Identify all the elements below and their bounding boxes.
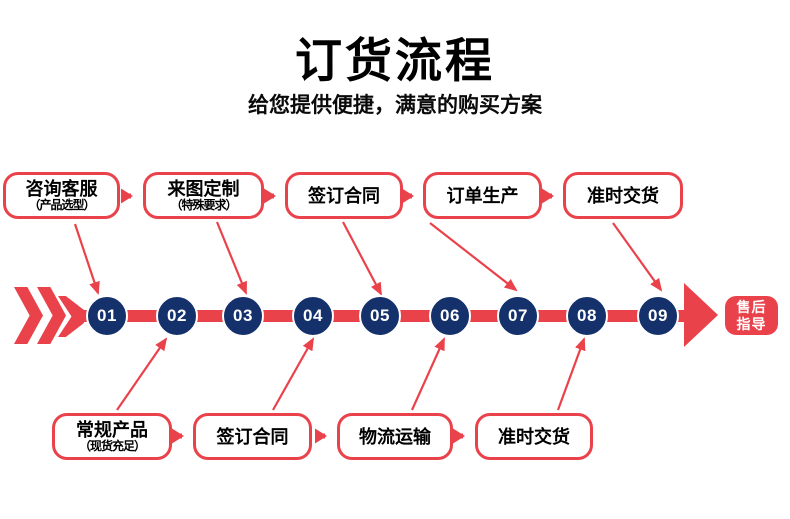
timeline-step-07: 07 bbox=[497, 295, 539, 337]
flow-box-sublabel: （特殊要求） bbox=[170, 198, 237, 212]
flow-box-regular-product: 常规产品 （现货充足） bbox=[52, 413, 172, 460]
double-chevron-icon bbox=[14, 287, 43, 344]
flow-box-label: 签订合同 bbox=[308, 185, 380, 206]
flow-box-label: 咨询客服 bbox=[25, 179, 98, 199]
flow-box-sublabel: （产品选型） bbox=[28, 198, 95, 212]
flow-box-custom-drawing: 来图定制 （特殊要求） bbox=[143, 172, 264, 219]
page-title: 订货流程 bbox=[295, 34, 495, 87]
timeline-step-04: 04 bbox=[292, 295, 334, 337]
flow-box-order-production: 订单生产 bbox=[423, 172, 542, 219]
flow-box-sublabel: （现货充足） bbox=[78, 439, 146, 453]
timeline-step-02: 02 bbox=[156, 295, 198, 337]
flow-box-ontime-delivery-bottom: 准时交货 bbox=[475, 413, 593, 460]
flow-box-sign-contract-top: 签订合同 bbox=[285, 172, 403, 219]
flow-box-label: 准时交货 bbox=[498, 426, 570, 447]
after-sales-guidance-badge: 售后 指导 bbox=[725, 296, 778, 335]
flow-box-consult-service: 咨询客服 （产品选型） bbox=[3, 172, 120, 219]
after-sales-line1: 售后 bbox=[736, 298, 767, 315]
flow-box-label: 订单生产 bbox=[446, 185, 519, 206]
flow-box-sign-contract-bottom: 签订合同 bbox=[193, 413, 312, 460]
timeline-step-05: 05 bbox=[359, 295, 401, 337]
flow-box-ontime-delivery-top: 准时交货 bbox=[563, 172, 683, 219]
flow-box-label: 物流运输 bbox=[359, 426, 431, 447]
timeline-step-09: 09 bbox=[637, 295, 679, 337]
flow-box-label: 准时交货 bbox=[587, 185, 659, 206]
timeline-step-03: 03 bbox=[222, 295, 264, 337]
flow-box-label: 来图定制 bbox=[167, 179, 240, 199]
flow-box-label: 常规产品 bbox=[76, 420, 148, 440]
timeline-step-01: 01 bbox=[86, 295, 128, 337]
flow-box-label: 签订合同 bbox=[216, 426, 289, 447]
timeline-arrowhead-icon bbox=[684, 283, 718, 347]
after-sales-line2: 指导 bbox=[736, 315, 767, 332]
timeline-step-06: 06 bbox=[429, 295, 471, 337]
timeline-step-08: 08 bbox=[566, 295, 608, 337]
page-subtitle: 给您提供便捷，满意的购买方案 bbox=[248, 94, 542, 117]
flow-box-logistics: 物流运输 bbox=[337, 413, 453, 460]
